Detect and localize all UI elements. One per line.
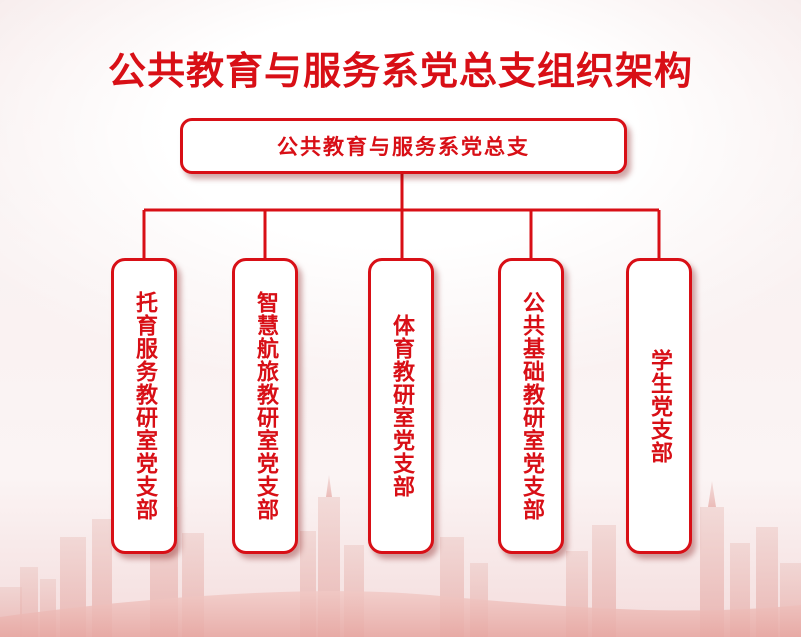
branch-node-label: 托育服务教研室党支部 (132, 291, 157, 521)
branch-node-zhihui: 智慧航旅教研室党支部 (232, 258, 298, 554)
root-node-box: 公共教育与服务系党总支 (180, 118, 627, 174)
page-title: 公共教育与服务系党总支组织架构 (107, 49, 693, 93)
branch-node-gonggong: 公共基础教研室党支部 (498, 258, 564, 554)
root-node-label: 公共教育与服务系党总支 (277, 135, 530, 159)
branch-node-label: 公共基础教研室党支部 (519, 291, 544, 521)
branch-node-tuoyu: 托育服务教研室党支部 (111, 258, 177, 554)
branch-node-label: 学生党支部 (647, 348, 672, 464)
branch-node-label: 体育教研室党支部 (389, 314, 414, 498)
branch-node-xuesheng: 学生党支部 (626, 258, 692, 554)
branch-node-label: 智慧航旅教研室党支部 (253, 291, 278, 521)
branch-node-tiyu: 体育教研室党支部 (368, 258, 434, 554)
